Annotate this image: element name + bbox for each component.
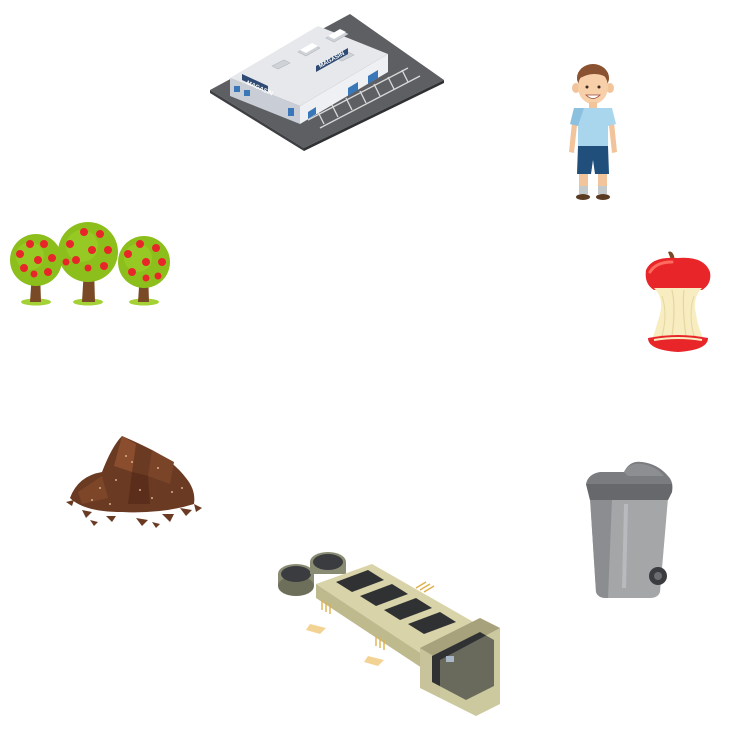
apple-trees-icon[interactable] <box>8 222 172 308</box>
composting-plant-icon[interactable] <box>276 548 504 726</box>
supermarket-icon[interactable]: MAGASIN MAGASIN <box>208 8 446 151</box>
organic-waste-bin-icon[interactable] <box>584 458 674 602</box>
compost-pile-icon[interactable] <box>62 432 204 530</box>
child-icon[interactable] <box>564 60 622 202</box>
apple-core-icon[interactable] <box>642 248 714 354</box>
